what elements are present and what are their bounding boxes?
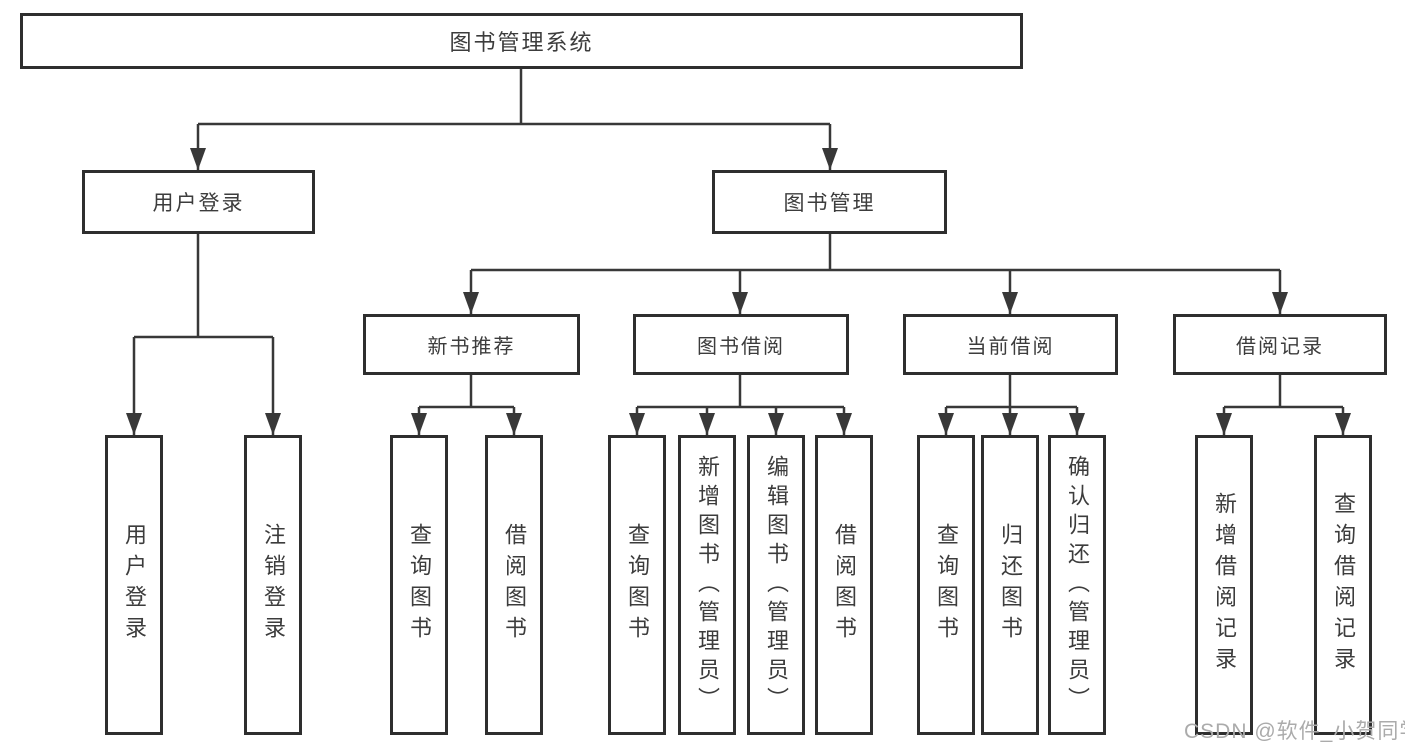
node-new-book-recommend: 新书推荐 [363, 314, 580, 375]
node-book-borrow: 图书借阅 [633, 314, 849, 375]
node-label: 查询图书 [625, 523, 650, 647]
node-label: 图书借阅 [697, 336, 785, 358]
node-label: 借阅记录 [1236, 336, 1324, 358]
connector-group [126, 68, 1352, 435]
node-label: 用户登录 [152, 192, 245, 215]
node-borrow-records: 借阅记录 [1173, 314, 1387, 375]
node-leaf-query-books-3: 查询图书 [917, 435, 975, 735]
node-leaf-borrow-books-1: 借阅图书 [485, 435, 543, 735]
csdn-watermark: CSDN @软件_小贺同学 [1184, 720, 1405, 743]
node-label: 查询图书 [407, 523, 432, 647]
node-label: 注销登录 [261, 523, 286, 647]
node-book-management: 图书管理 [712, 170, 947, 234]
node-label: 用户登录 [122, 523, 147, 647]
node-label: 图书管理 [783, 192, 876, 215]
node-library-management-system: 图书管理系统 [20, 13, 1023, 69]
node-leaf-query-books-2: 查询图书 [608, 435, 666, 735]
node-label: 编辑图书（管理员） [764, 454, 789, 716]
node-label: 新书推荐 [427, 336, 516, 358]
node-leaf-return-books: 归还图书 [981, 435, 1039, 735]
node-label: 借阅图书 [832, 523, 857, 647]
node-leaf-logout: 注销登录 [244, 435, 302, 735]
node-leaf-user-login: 用户登录 [105, 435, 163, 735]
node-user-login: 用户登录 [82, 170, 315, 234]
node-label: 确认归还（管理员） [1065, 454, 1090, 716]
node-leaf-add-books-admin: 新增图书（管理员） [678, 435, 736, 735]
node-leaf-query-borrow-record: 查询借阅记录 [1314, 435, 1372, 735]
node-leaf-borrow-books-2: 借阅图书 [815, 435, 873, 735]
node-leaf-add-borrow-record: 新增借阅记录 [1195, 435, 1253, 735]
node-label: 归还图书 [998, 523, 1023, 647]
node-leaf-confirm-return-admin: 确认归还（管理员） [1048, 435, 1106, 735]
node-leaf-edit-books-admin: 编辑图书（管理员） [747, 435, 805, 735]
node-label: 新增图书（管理员） [695, 454, 720, 716]
node-label: 图书管理系统 [449, 30, 594, 55]
node-label: 借阅图书 [502, 523, 527, 647]
node-label: 当前借阅 [966, 336, 1055, 358]
node-current-borrow: 当前借阅 [903, 314, 1118, 375]
node-label: 查询图书 [934, 523, 959, 647]
node-label: 查询借阅记录 [1331, 492, 1356, 678]
node-label: 新增借阅记录 [1212, 492, 1237, 678]
node-leaf-query-books-1: 查询图书 [390, 435, 448, 735]
